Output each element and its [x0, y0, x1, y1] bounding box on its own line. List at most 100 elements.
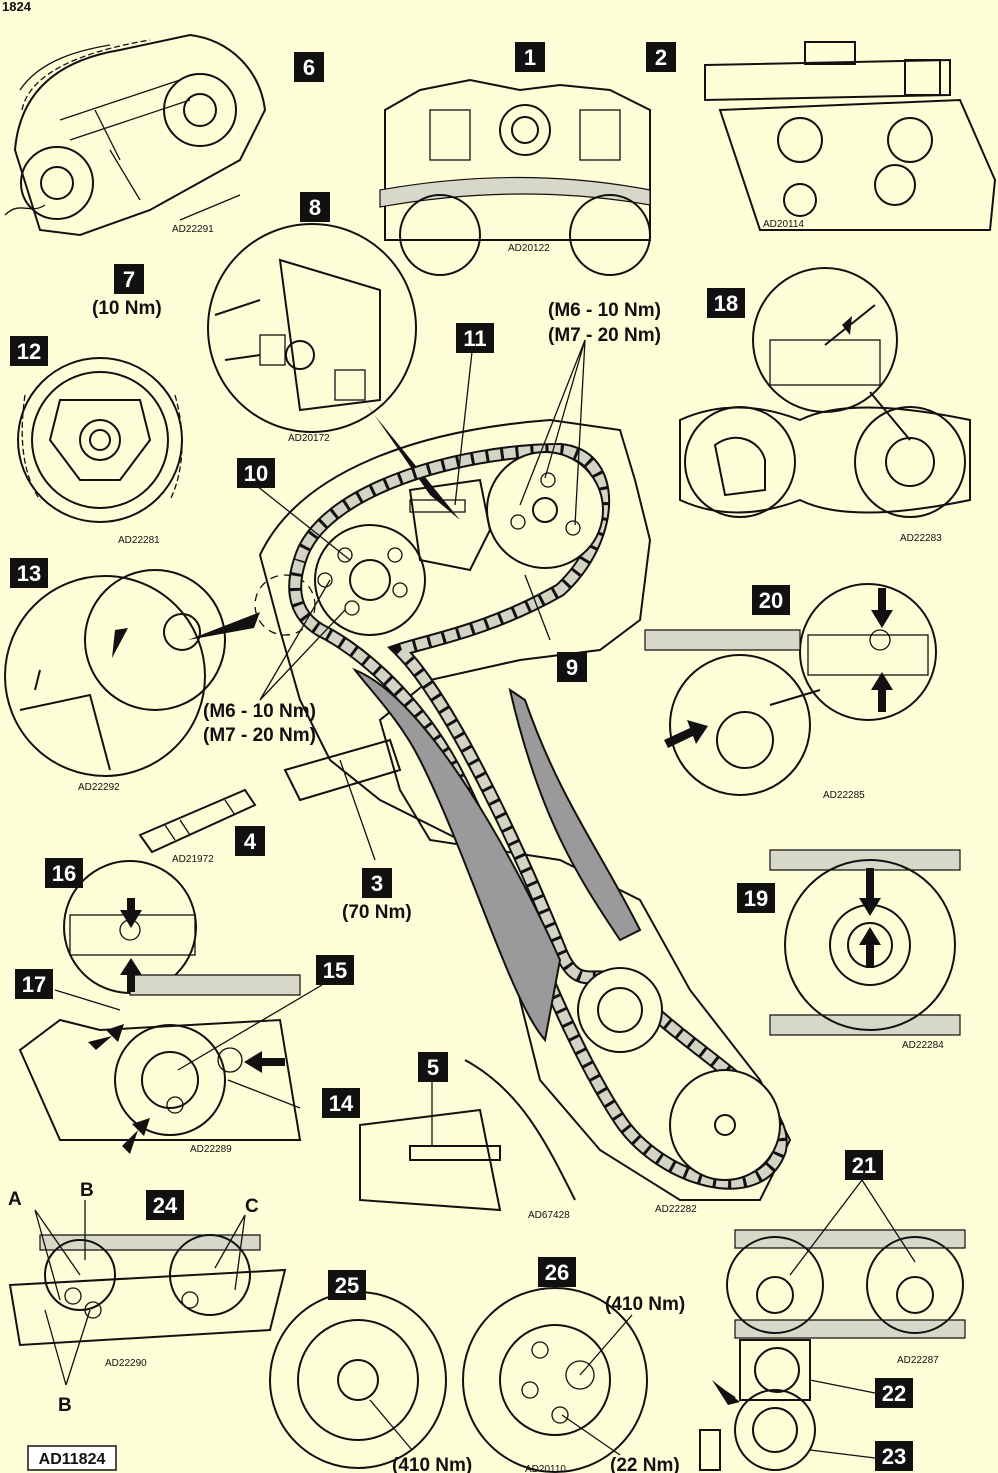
callout-17: 17 [15, 969, 53, 999]
svg-text:4: 4 [244, 829, 257, 854]
svg-text:5: 5 [427, 1055, 439, 1080]
panel-sprocket-19: AD22284 [769, 849, 961, 1051]
svg-text:6: 6 [303, 55, 315, 80]
panel-sprocket-16: AD22289 [18, 860, 323, 1155]
svg-text:2: 2 [655, 45, 667, 70]
callout-14: 14 [322, 1088, 360, 1118]
ref-ad22291: AD22291 [172, 224, 214, 235]
panel-tool-4: AD21972 [138, 788, 257, 865]
panel-camshaft-locking-tool: AD20114 [704, 41, 997, 231]
panel-sprockets-18: AD22283 [679, 267, 971, 544]
callout-24: 24 [146, 1190, 184, 1220]
panel-sprocket-13: AD22292 [4, 569, 316, 793]
callout-7: 7 [114, 264, 144, 294]
callout-15: 15 [316, 955, 354, 985]
letter-b-top: B [80, 1180, 94, 1201]
svg-text:12: 12 [17, 339, 41, 364]
ref-ad22282: AD22282 [655, 1204, 697, 1215]
panel-crank-pin-5: AD67428 [359, 1059, 576, 1221]
indicator-arrows [88, 588, 893, 1154]
svg-text:21: 21 [852, 1153, 876, 1178]
ref-ad20114: AD20114 [763, 219, 804, 230]
svg-text:18: 18 [714, 291, 738, 316]
svg-text:25: 25 [335, 1273, 359, 1298]
panel-cam-sprockets: AD20122 [379, 78, 651, 276]
callout-23: 23 [875, 1441, 913, 1471]
svg-text:14: 14 [329, 1091, 354, 1116]
svg-text:9: 9 [566, 655, 578, 680]
torque-9-m7: (M7 - 20 Nm) [548, 325, 661, 346]
svg-text:23: 23 [882, 1444, 906, 1469]
svg-text:24: 24 [153, 1193, 178, 1218]
ref-ad22283: AD22283 [900, 533, 942, 544]
svg-text:11: 11 [463, 326, 486, 351]
callout-13: 13 [10, 558, 48, 588]
torque-26-crank: (410 Nm) [605, 1294, 685, 1315]
callout-4: 4 [235, 826, 265, 856]
svg-text:16: 16 [52, 861, 76, 886]
ref-ad22281: AD22281 [118, 535, 160, 546]
callout-9: 9 [557, 652, 587, 682]
letter-c: C [245, 1196, 259, 1217]
ref-ad22292: AD22292 [78, 782, 120, 793]
ref-ad20110: AD20110 [525, 1464, 566, 1473]
callout-12: 12 [10, 336, 48, 366]
letter-b-bottom: B [58, 1395, 72, 1416]
callout-20: 20 [752, 585, 790, 615]
callout-22: 22 [875, 1378, 913, 1408]
svg-text:17: 17 [22, 972, 46, 997]
torque-26-bolts: (22 Nm) [610, 1455, 680, 1473]
main-timing-assembly: AD22282 [256, 339, 792, 1215]
callout-26: 26 [538, 1257, 576, 1287]
panel-camshaft-cover: AD22291 [4, 33, 267, 237]
callout-18: 18 [707, 288, 745, 318]
svg-text:3: 3 [371, 871, 383, 896]
panel-pulley-26: AD20110 [462, 1287, 648, 1473]
footer-badge: AD11824 [27, 1445, 117, 1471]
svg-text:13: 13 [17, 561, 41, 586]
torque-10-m6: (M6 - 10 Nm) [203, 701, 316, 722]
svg-text:8: 8 [309, 195, 321, 220]
panel-tensioner-detail: AD20172 [207, 223, 460, 520]
callout-2: 2 [646, 42, 676, 72]
torque-3: (70 Nm) [342, 902, 412, 923]
svg-text:22: 22 [882, 1381, 906, 1406]
torque-7: (10 Nm) [92, 298, 162, 319]
ref-ad22287: AD22287 [897, 1355, 939, 1366]
ref-ad22290: AD22290 [105, 1358, 147, 1369]
panel-pulley-25 [269, 1291, 447, 1469]
callout-8: 8 [300, 192, 330, 222]
callout-1: 1 [515, 42, 545, 72]
callout-5: 5 [418, 1052, 448, 1082]
svg-text:10: 10 [244, 461, 268, 486]
panel-sprocket-12: AD22281 [17, 357, 183, 546]
svg-text:AD11824: AD11824 [39, 1451, 106, 1468]
ref-ad22284: AD22284 [902, 1040, 944, 1051]
svg-text:19: 19 [744, 886, 768, 911]
panel-sprockets-21: AD22287 [699, 1179, 966, 1471]
callout-16: 16 [45, 858, 83, 888]
panel-sprocket-20: AD22285 [644, 583, 937, 801]
ref-ad21972: AD21972 [172, 854, 214, 865]
callout-10: 10 [237, 458, 275, 488]
torque-10-m7: (M7 - 20 Nm) [203, 725, 316, 746]
letter-a: A [8, 1189, 22, 1210]
callout-6: 6 [294, 52, 324, 82]
ref-ad67428: AD67428 [528, 1210, 570, 1221]
ref-ad20122: AD20122 [508, 243, 550, 254]
svg-text:20: 20 [759, 588, 783, 613]
figure-id-box [0, 0, 46, 14]
ref-ad22285: AD22285 [823, 790, 865, 801]
svg-text:26: 26 [545, 1260, 569, 1285]
svg-text:7: 7 [123, 267, 135, 292]
svg-text:15: 15 [323, 958, 347, 983]
torque-9-m6: (M6 - 10 Nm) [548, 300, 661, 321]
chain-top-left [21, 39, 151, 111]
ref-ad20172: AD20172 [288, 433, 330, 444]
callout-25: 25 [328, 1270, 366, 1300]
figure-id: 1824 [2, 0, 32, 14]
callout-3: 3 [362, 868, 392, 898]
callout-11: 11 [456, 323, 494, 353]
ref-ad22289: AD22289 [190, 1144, 232, 1155]
